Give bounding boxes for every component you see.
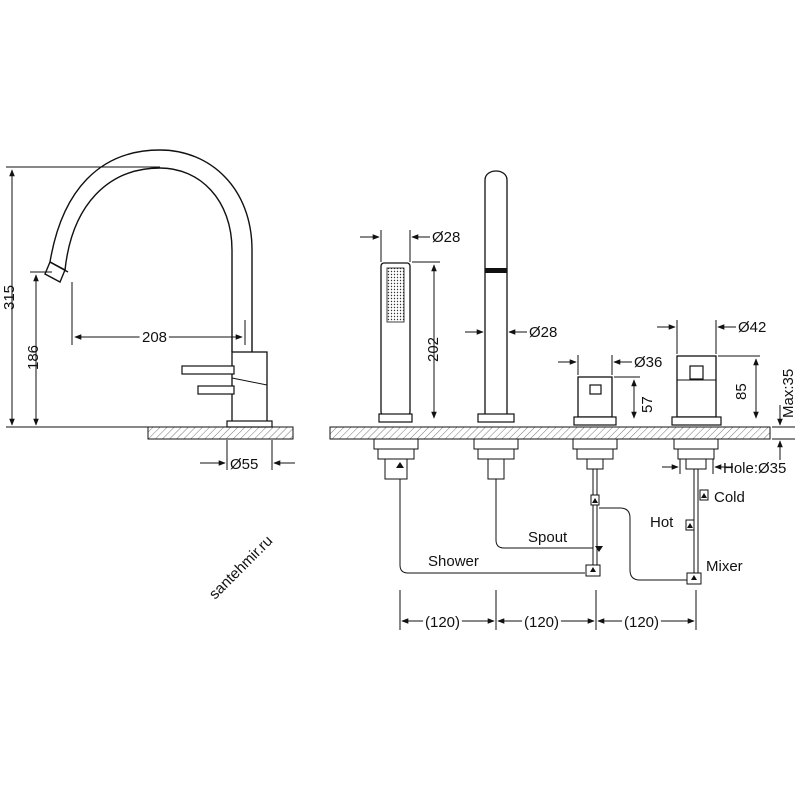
label-hot: Hot — [650, 514, 674, 531]
countertop-right — [329, 426, 771, 440]
dim-handshower-height: 202 — [425, 337, 442, 362]
dim-spout-diameter: Ø28 — [529, 324, 557, 341]
spout — [477, 170, 515, 423]
mixer-body — [231, 351, 268, 423]
hoses — [396, 462, 709, 585]
spacing-3: (120) — [624, 614, 659, 631]
dim-diverter-height: 57 — [639, 396, 656, 413]
dim-base-diameter: Ø55 — [230, 456, 258, 473]
dim-spout-height: 186 — [25, 345, 42, 370]
diverter — [573, 376, 617, 426]
spacing-1: (120) — [425, 614, 460, 631]
mixer — [671, 355, 722, 426]
label-cold: Cold — [714, 489, 745, 506]
hand-shower — [378, 262, 413, 423]
dim-mixer-diameter: Ø42 — [738, 319, 766, 336]
dim-mixer-height: 85 — [733, 383, 750, 400]
lever — [181, 365, 235, 375]
dim-hole: Hole:Ø35 — [723, 460, 786, 477]
front-view: 315 186 208 Ø55 — [1, 149, 295, 473]
dim-total-height: 315 — [1, 285, 18, 310]
underside-fixings — [373, 438, 719, 480]
spacing-2: (120) — [524, 614, 559, 631]
label-spout: Spout — [528, 529, 568, 546]
label-shower: Shower — [428, 553, 479, 570]
label-mixer: Mixer — [706, 558, 743, 575]
dim-reach: 208 — [142, 329, 167, 346]
dim-max-thickness: Max:35 — [780, 369, 797, 418]
dim-handshower-diameter: Ø28 — [432, 229, 460, 246]
side-view: Ø28 202 Ø28 Ø36 57 Ø42 85 — [329, 170, 797, 634]
spout-neck — [64, 167, 233, 352]
watermark-text: santehmir.ru — [206, 532, 276, 602]
dim-diverter-diameter: Ø36 — [634, 354, 662, 371]
countertop-left — [147, 426, 294, 440]
